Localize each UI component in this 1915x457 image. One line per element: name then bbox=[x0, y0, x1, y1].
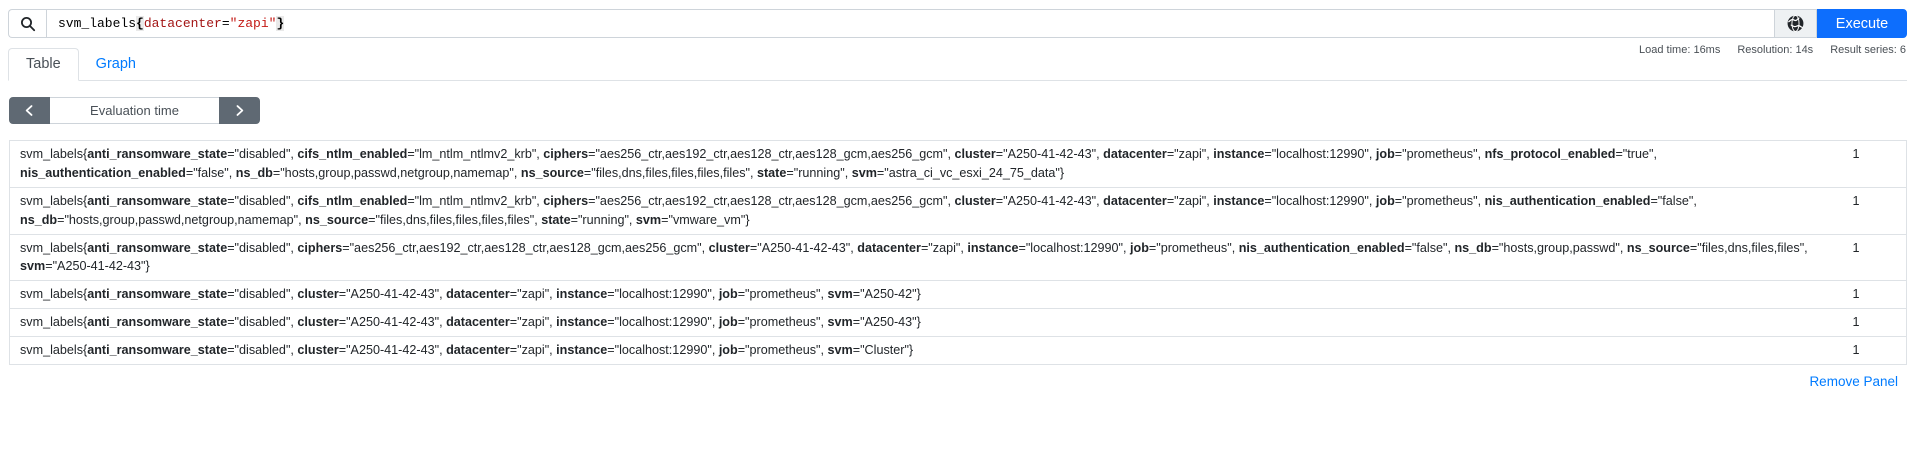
tab-graph[interactable]: Graph bbox=[95, 56, 136, 72]
evaluation-time-input[interactable] bbox=[50, 97, 219, 124]
series-labels: svm_labels{anti_ransomware_state="disabl… bbox=[9, 233, 1843, 281]
series-value: 1 bbox=[1842, 280, 1907, 309]
series-value: 1 bbox=[1842, 336, 1907, 365]
series-labels: svm_labels{anti_ransomware_state="disabl… bbox=[9, 308, 1843, 337]
tab-bar: Load time: 16ms Resolution: 14s Result s… bbox=[8, 44, 1907, 81]
series-value: 1 bbox=[1842, 233, 1907, 281]
query-expression-input[interactable]: svm_labels{datacenter="zapi"} bbox=[46, 9, 1775, 38]
series-value: 1 bbox=[1842, 308, 1907, 337]
table-row: svm_labels{anti_ransomware_state="disabl… bbox=[9, 233, 1907, 281]
series-labels: svm_labels{anti_ransomware_state="disabl… bbox=[9, 280, 1843, 309]
query-bar: svm_labels{datacenter="zapi"} Execute bbox=[8, 9, 1907, 38]
query-stats: Load time: 16ms Resolution: 14s Result s… bbox=[1639, 44, 1906, 56]
chevron-right-icon bbox=[233, 104, 246, 117]
table-panel: svm_labels{anti_ransomware_state="disabl… bbox=[0, 81, 1915, 389]
search-icon bbox=[8, 9, 46, 38]
execute-button[interactable]: Execute bbox=[1817, 9, 1907, 38]
table-row: svm_labels{anti_ransomware_state="disabl… bbox=[9, 336, 1907, 365]
series-labels: svm_labels{anti_ransomware_state="disabl… bbox=[9, 186, 1843, 235]
chevron-left-icon bbox=[23, 104, 36, 117]
series-labels: svm_labels{anti_ransomware_state="disabl… bbox=[9, 336, 1843, 365]
table-row: svm_labels{anti_ransomware_state="disabl… bbox=[9, 140, 1907, 188]
resolution: Resolution: 14s bbox=[1737, 44, 1814, 56]
table-row: svm_labels{anti_ransomware_state="disabl… bbox=[9, 280, 1907, 309]
evaluation-time-group bbox=[9, 97, 260, 124]
series-labels: svm_labels{anti_ransomware_state="disabl… bbox=[9, 140, 1843, 188]
table-row: svm_labels{anti_ransomware_state="disabl… bbox=[9, 186, 1907, 235]
remove-panel-link[interactable]: Remove Panel bbox=[1809, 374, 1898, 390]
series-value: 1 bbox=[1842, 140, 1907, 188]
evaluation-time-next-button[interactable] bbox=[219, 97, 260, 124]
series-value: 1 bbox=[1842, 186, 1907, 235]
query-results-table: svm_labels{anti_ransomware_state="disabl… bbox=[9, 140, 1907, 366]
tab-table[interactable]: Table bbox=[8, 48, 79, 81]
query-results-body: svm_labels{anti_ransomware_state="disabl… bbox=[9, 140, 1907, 365]
load-time: Load time: 16ms bbox=[1639, 44, 1721, 56]
globe-icon bbox=[1786, 14, 1805, 33]
result-series: Result series: 6 bbox=[1830, 44, 1906, 56]
metrics-explorer-button[interactable] bbox=[1775, 9, 1817, 38]
evaluation-time-prev-button[interactable] bbox=[9, 97, 50, 124]
table-row: svm_labels{anti_ransomware_state="disabl… bbox=[9, 308, 1907, 337]
